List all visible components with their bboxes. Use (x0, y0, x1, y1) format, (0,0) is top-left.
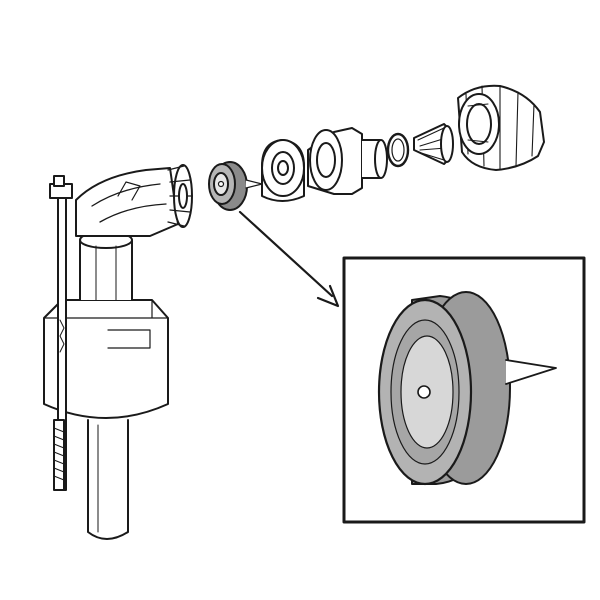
diaphragm-cap (261, 139, 305, 202)
callout-arrow (238, 210, 340, 308)
seal-washer-small (208, 161, 263, 211)
coupling-nut (457, 84, 545, 171)
seal-washer-enlarged (377, 291, 557, 486)
conical-filter (413, 123, 454, 165)
o-ring (386, 132, 410, 168)
nozzle-housing (307, 127, 388, 195)
detail-inset (342, 256, 586, 524)
valve-head (75, 167, 179, 237)
valve-shank (87, 419, 129, 540)
adjustment-screw (53, 419, 65, 491)
threaded-inlet (167, 164, 193, 228)
fill-valve-body (43, 164, 193, 540)
